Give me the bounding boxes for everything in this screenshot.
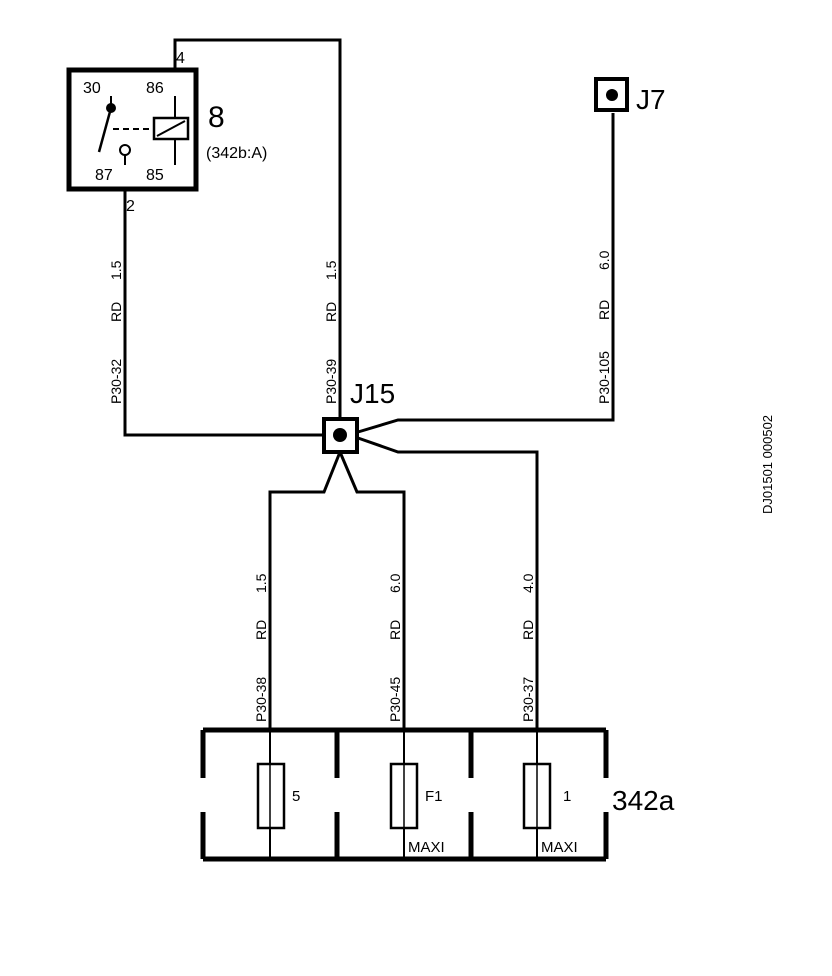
relay-housing [66,67,199,192]
wire-label-id: P30-39 [323,359,339,404]
connector-j15-pin-icon [333,428,347,442]
fuse-1-number: 1 [563,788,571,805]
fuse-f1-type: MAXI [408,839,445,856]
fuse-5-number: 5 [292,788,300,805]
diagram-code: DJ01501 000502 [760,415,775,514]
wire-label-color: RD [520,620,536,640]
connector-j7-pin-icon [606,89,618,101]
fuse-box-342a: 5 F1 MAXI 1 MAXI 342a [200,727,675,862]
wire-labels: P30-32 RD 1.5 P30-39 RD 1.5 P30-105 RD 6… [108,250,612,722]
fuse-f1: F1 MAXI [389,730,445,859]
fuse-f1-number: F1 [425,788,443,805]
wire-label-id: P30-37 [520,677,536,722]
wire-label-color: RD [596,300,612,320]
connector-j7: J7 [594,77,666,115]
relay-pin-30: 30 [83,80,101,97]
relay-terminal-bottom: 2 [126,198,135,215]
wire-label-id: P30-38 [253,677,269,722]
wire-label-size: 6.0 [596,250,612,270]
wire-label-size: 6.0 [387,573,403,593]
connector-j7-label: J7 [636,84,666,115]
relay-pin-87: 87 [95,167,113,184]
relay-reference: (342b:A) [206,145,267,162]
wire-label-size: 1.5 [108,260,124,280]
wire-label-size: 1.5 [253,573,269,593]
wire-label-id: P30-32 [108,359,124,404]
relay-contact-open [119,144,131,156]
wire-label-id: P30-105 [596,351,612,404]
wire-label-color: RD [253,620,269,640]
relay-switch-arm [97,107,113,153]
wire-label-size: 4.0 [520,573,536,593]
relay-terminal-top: 4 [176,50,185,67]
relay-8: 30 86 87 85 4 2 8 (342b:A) [66,50,267,215]
wire-p30-32 [123,190,323,437]
wire-p30-38 [268,451,342,730]
wire-label-color: RD [387,620,403,640]
wires [123,38,615,730]
wire-label-id: P30-45 [387,677,403,722]
relay-pin-86: 86 [146,80,164,97]
wire-p30-37 [357,436,539,730]
wire-label-color: RD [323,302,339,322]
fuse-1: 1 MAXI [522,730,578,859]
connector-j15: J15 [322,378,395,454]
fuse-box-label: 342a [612,785,675,816]
wire-label-size: 1.5 [323,260,339,280]
connector-j15-label: J15 [350,378,395,409]
relay-number: 8 [208,101,225,134]
fuse-5-icon [256,762,286,830]
relay-pin-85: 85 [146,167,164,184]
connector-j7-box [594,77,629,112]
wire-p30-39 [173,38,342,420]
wire-p30-105 [357,113,615,434]
wire-p30-45 [338,451,406,730]
fuse-5: 5 [256,730,300,859]
wire-label-color: RD [108,302,124,322]
fuse-1-type: MAXI [541,839,578,856]
